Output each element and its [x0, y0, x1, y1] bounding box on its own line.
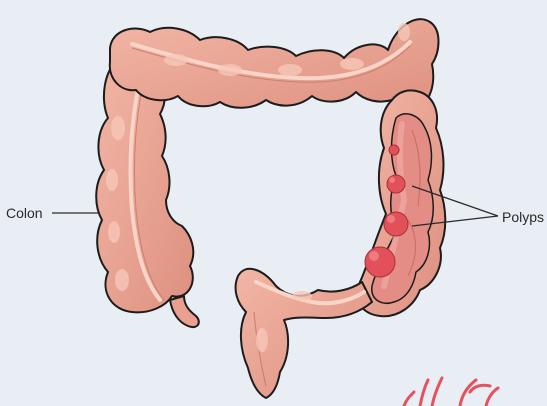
- transverse-colon: [110, 19, 439, 111]
- polyps-label: Polyps: [502, 209, 544, 225]
- polyp: [384, 212, 408, 236]
- polyp: [387, 175, 405, 193]
- colon-label: Colon: [6, 205, 43, 221]
- sigmoid-colon: [236, 269, 372, 398]
- polyp: [365, 247, 395, 277]
- blood-vessels-decoration: [404, 378, 498, 406]
- descending-colon: [357, 90, 445, 316]
- polyp: [389, 145, 399, 155]
- appendix: [170, 296, 199, 327]
